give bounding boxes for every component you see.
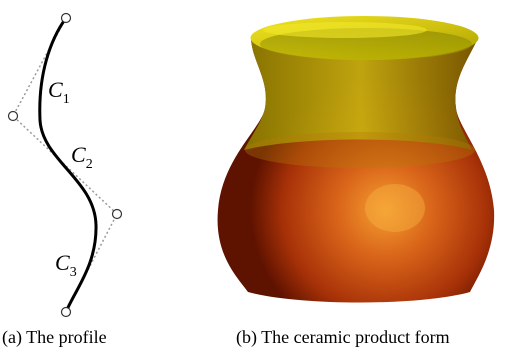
curve-label-c1-sub: 1 — [63, 92, 70, 107]
caption-a: (a) The profile — [2, 327, 107, 348]
curve-label-c3-letter: C — [55, 250, 70, 275]
vase-inner-highlight — [263, 22, 427, 38]
curve-label-c1: C1 — [48, 77, 70, 107]
control-point — [60, 306, 72, 318]
curve-label-c3-sub: 3 — [70, 265, 77, 280]
panel-a-profile: C1 C2 C3 (a) The profile — [2, 12, 123, 348]
vase-neck-shade — [244, 38, 478, 150]
curve-label-c2-sub: 2 — [86, 157, 93, 172]
curve-label-c3: C3 — [55, 250, 77, 280]
control-point — [60, 12, 72, 24]
profile-curve — [38, 17, 98, 313]
control-polygon — [12, 17, 118, 313]
control-point — [7, 110, 19, 122]
vase-highlight — [365, 184, 425, 232]
panel-b-vase: (b) The ceramic product form — [217, 16, 495, 348]
vase-blend — [245, 132, 475, 168]
curve-label-c2: C2 — [71, 142, 93, 172]
caption-b: (b) The ceramic product form — [236, 327, 450, 348]
control-point — [111, 208, 123, 220]
curve-label-c1-letter: C — [48, 77, 63, 102]
curve-label-c2-letter: C — [71, 142, 86, 167]
